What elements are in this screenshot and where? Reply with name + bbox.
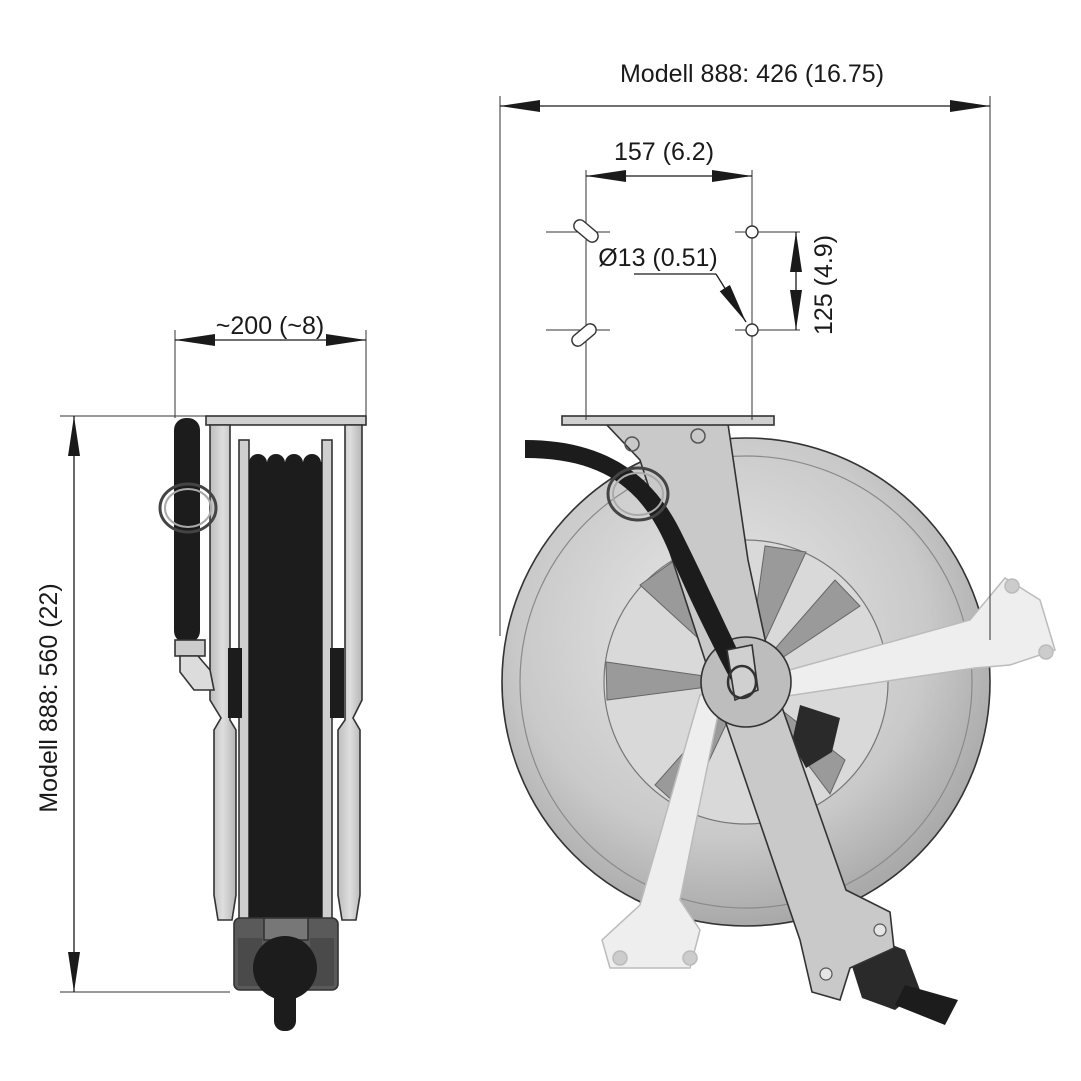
hole-spacing-vertical-label: 125 (4.9)	[810, 235, 838, 335]
round-hole-top	[745, 225, 759, 239]
side-hose-fitting	[174, 639, 206, 657]
round-hole-bottom	[745, 323, 759, 337]
front-width-dimension: Modell 888: 426 (16.75)	[499, 60, 991, 640]
side-view	[158, 415, 367, 1031]
side-bearing-left	[228, 648, 242, 718]
side-outlet-hose	[274, 985, 296, 1031]
side-dimensions: ~200 (~8) Modell 888: 560 (22)	[35, 312, 367, 993]
side-bearing-right	[330, 648, 344, 718]
side-wound-hose	[249, 462, 322, 920]
front-view	[501, 415, 1056, 1025]
front-hose	[525, 440, 748, 682]
front-outlet-hose	[895, 985, 958, 1025]
hole-diameter-label: Ø13 (0.51)	[598, 244, 718, 272]
side-hose-guide-ring	[158, 482, 218, 534]
side-swivel-knob	[253, 936, 317, 1000]
front-hose-guide-ring	[606, 466, 670, 522]
front-swivel	[792, 705, 840, 768]
side-mounting-plate	[205, 415, 367, 426]
overall-width-label: Modell 888: 426 (16.75)	[620, 60, 884, 88]
front-mounting-plate	[561, 415, 775, 426]
front-ghost-mount-arm	[601, 577, 1056, 969]
slot-hole-bottom	[571, 323, 597, 347]
hole-spacing-horizontal-label: 157 (6.2)	[614, 138, 714, 166]
side-depth-label: ~200 (~8)	[216, 312, 324, 340]
slot-hole-top	[573, 219, 599, 243]
mounting-hole-layout: 157 (6.2) 125 (4.9) Ø13 (0.51)	[546, 138, 838, 420]
overall-height-label: Modell 888: 560 (22)	[35, 583, 63, 812]
side-frame-right	[337, 424, 363, 921]
side-hose-elbow	[179, 655, 215, 691]
